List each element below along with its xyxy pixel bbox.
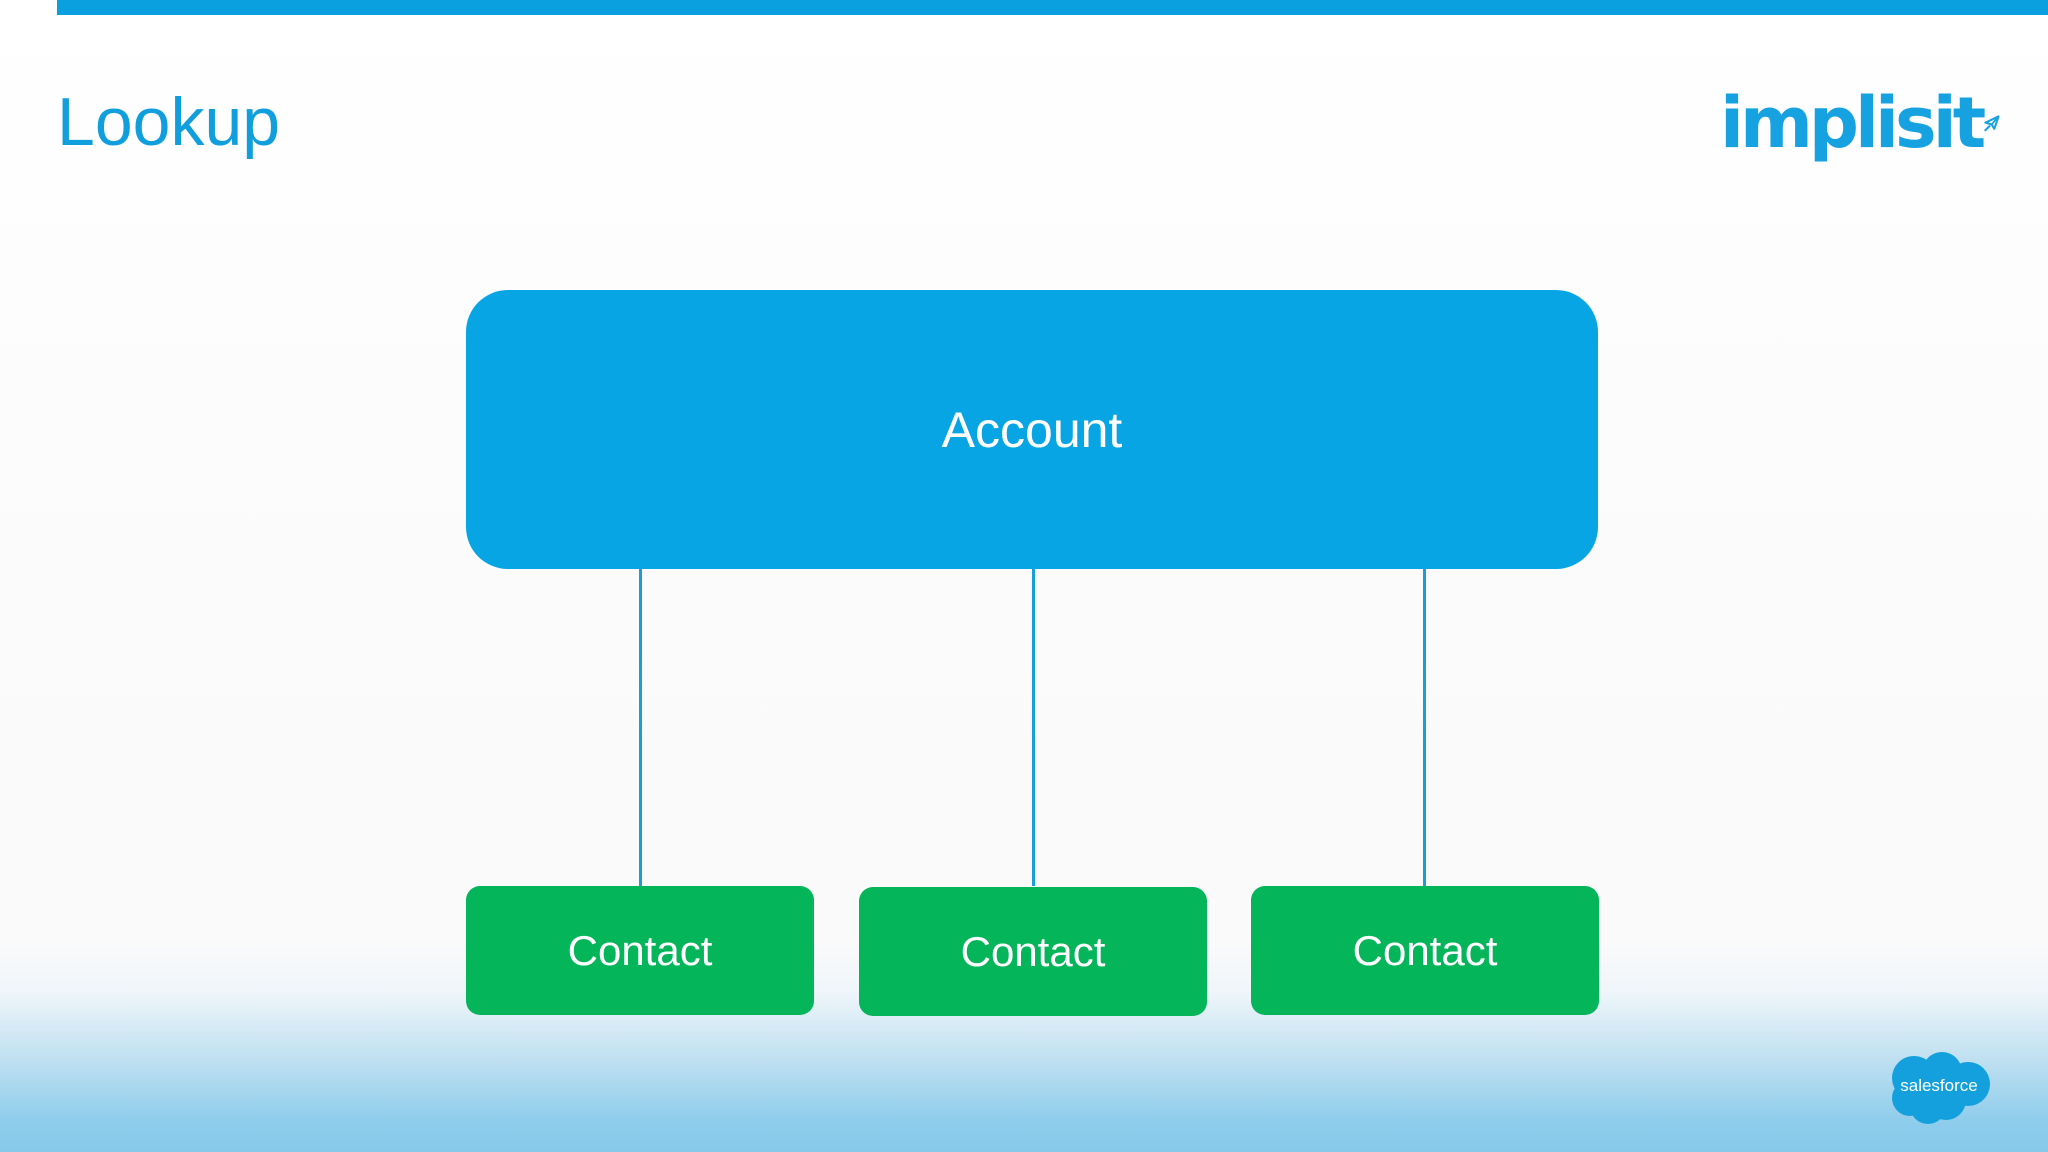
contact-node-1: Contact: [466, 886, 814, 1015]
connector-line-1: [639, 569, 642, 886]
contact-node-2: Contact: [859, 887, 1207, 1016]
connector-line-3: [1423, 569, 1426, 886]
connector-line-2: [1032, 569, 1035, 886]
brand-logo: implisit: [1720, 88, 2000, 178]
account-node: Account: [466, 290, 1598, 569]
contact-node-label: Contact: [567, 926, 713, 974]
contact-node-3: Contact: [1251, 886, 1599, 1015]
slide-title: Lookup: [57, 84, 281, 160]
brand-name: implisit: [1720, 82, 1986, 164]
salesforce-logo-text: salesforce: [1900, 1076, 1977, 1095]
paper-plane-icon: [1984, 115, 2000, 132]
cloud-icon: [1892, 1052, 1990, 1124]
salesforce-logo: salesforce: [1892, 1052, 1990, 1124]
contact-node-label: Contact: [1352, 926, 1498, 974]
account-node-label: Account: [941, 401, 1123, 458]
top-accent-bar: [57, 0, 2048, 15]
contact-node-label: Contact: [960, 927, 1106, 975]
